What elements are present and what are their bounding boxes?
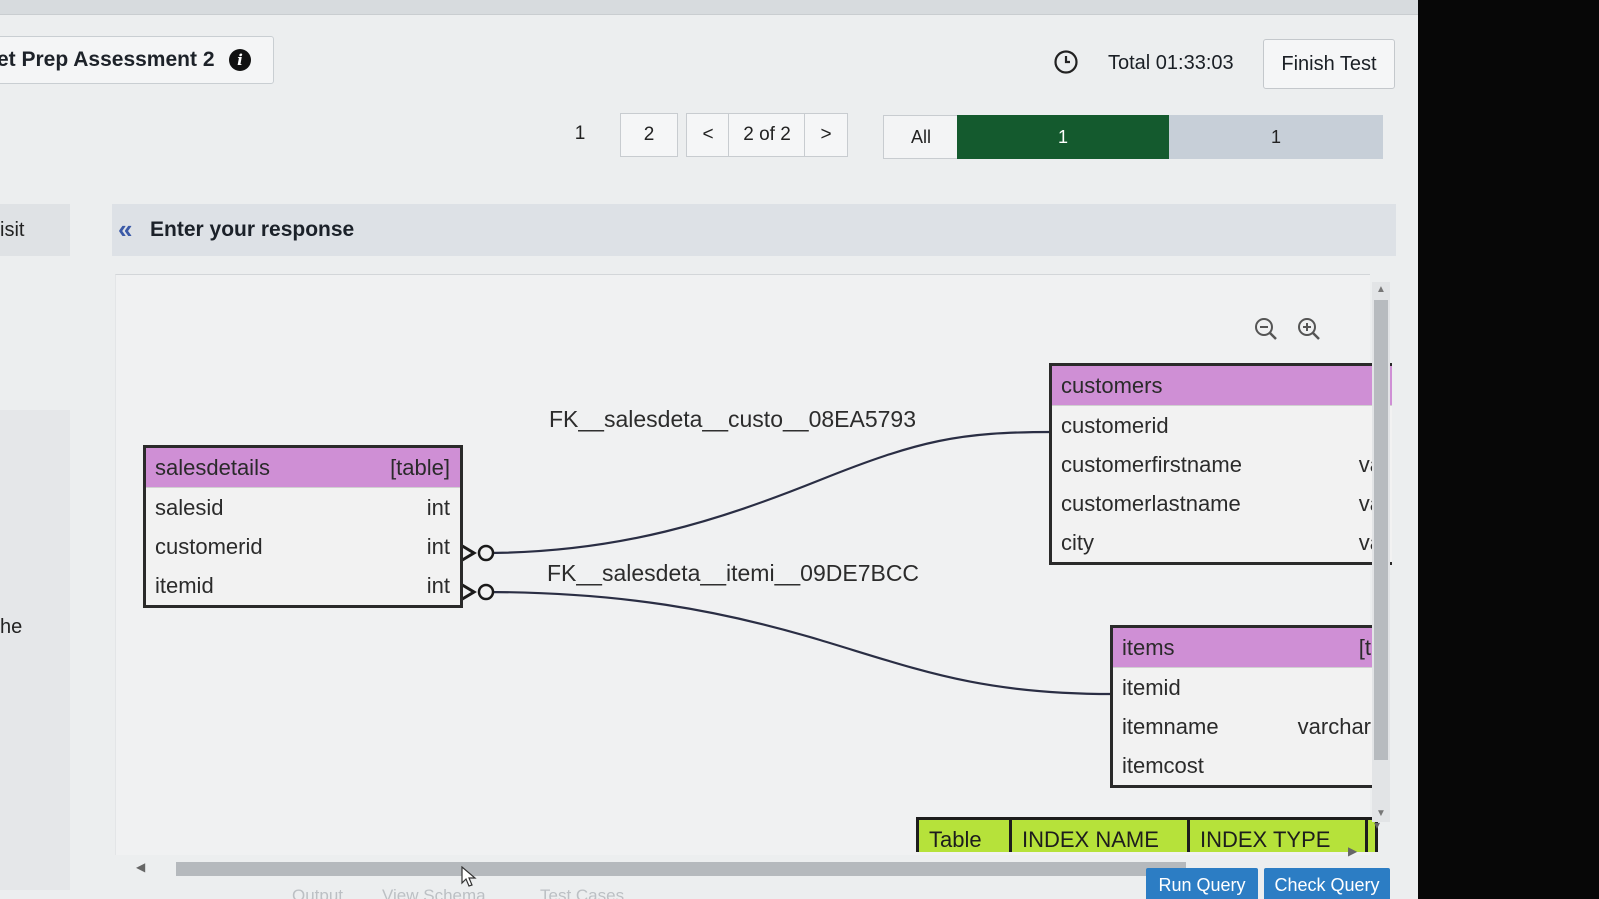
chevron-down-icon[interactable]: ▾ <box>1374 818 1381 832</box>
remaining-filter[interactable]: 1 <box>1169 115 1383 159</box>
column-row: itemid <box>1113 667 1381 707</box>
table-header: customers <box>1052 366 1392 405</box>
column-name: customerlastname <box>1061 491 1241 516</box>
run-query-button[interactable]: Run Query <box>1146 868 1258 899</box>
clock-icon <box>1054 50 1078 74</box>
items-table[interactable]: items [t itemid itemname varchar itemcos… <box>1110 625 1381 788</box>
scroll-thumb[interactable] <box>1374 300 1388 760</box>
table-name: items <box>1122 635 1175 660</box>
column-row: salesid int <box>146 487 460 527</box>
left-panel-text: he <box>0 616 23 638</box>
table-kind: [t <box>1358 635 1371 660</box>
assessment-title: et Prep Assessment 2 <box>0 48 215 71</box>
left-panel <box>0 410 70 890</box>
tab-test-cases[interactable]: Test Cases <box>540 886 625 899</box>
relationship-label-customers: FK__salesdeta__custo__08EA5793 <box>549 406 917 432</box>
column-row: customerid <box>1052 405 1392 445</box>
index-table: Table INDEX NAME INDEX TYPE <box>916 817 1378 852</box>
column-name: city <box>1061 530 1094 555</box>
horizontal-scrollbar[interactable]: ◀ ▶ <box>128 844 1358 876</box>
column-name: itemcost <box>1122 753 1204 778</box>
scroll-thumb[interactable] <box>176 862 1186 876</box>
finish-test-button[interactable]: Finish Test <box>1263 39 1395 89</box>
tab-output[interactable]: Output <box>292 886 344 899</box>
column-name: itemname <box>1122 714 1219 739</box>
table-kind: [table] <box>390 455 450 480</box>
tab-view-schema[interactable]: View Schema <box>382 886 486 899</box>
page-1-button[interactable]: 1 <box>574 123 586 144</box>
check-query-button[interactable]: Check Query <box>1264 868 1390 899</box>
assessment-screen: et Prep Assessment 2 i Total 01:33:03 Fi… <box>0 0 1418 899</box>
scroll-left-icon[interactable]: ◀ <box>136 860 146 874</box>
column-type: int <box>426 534 450 559</box>
index-column-name: INDEX NAME <box>1012 820 1190 852</box>
mouse-cursor-icon <box>461 866 477 887</box>
scroll-up-icon[interactable]: ▲ <box>1376 284 1386 295</box>
response-title: Enter your response <box>150 218 355 241</box>
column-name: salesid <box>155 495 224 520</box>
screen-bezel <box>1418 0 1599 899</box>
index-column-table: Table <box>919 820 1012 852</box>
zoom-out-icon[interactable] <box>1253 316 1279 342</box>
customers-table[interactable]: customers customerid customerfirstname v… <box>1049 363 1392 565</box>
vertical-scrollbar[interactable]: ▲ ▼ <box>1372 282 1390 822</box>
column-row: customerfirstname va <box>1052 445 1392 484</box>
salesdetails-table[interactable]: salesdetails [table] salesid int custome… <box>143 445 463 608</box>
relationship-label-items: FK__salesdeta__itemi__09DE7BCC <box>547 560 920 586</box>
column-name: customerfirstname <box>1061 452 1242 477</box>
column-row: itemcost <box>1113 746 1381 785</box>
filter-all-button[interactable]: All <box>883 115 959 159</box>
scroll-down-icon[interactable]: ▼ <box>1376 808 1386 819</box>
column-row: city va <box>1052 523 1392 562</box>
column-name: itemid <box>155 573 214 598</box>
table-header: salesdetails [table] <box>146 448 460 487</box>
table-name: salesdetails <box>155 455 270 480</box>
info-icon[interactable]: i <box>229 49 251 71</box>
column-type: varchar <box>1297 714 1371 739</box>
column-type: int <box>426 495 450 520</box>
response-header: « Enter your response <box>112 204 1396 256</box>
assessment-title-box: et Prep Assessment 2 i <box>0 36 274 84</box>
column-row: itemid int <box>146 566 460 605</box>
column-row: customerlastname va <box>1052 484 1392 523</box>
top-edge <box>0 0 1418 15</box>
page-status: 2 of 2 <box>728 113 806 157</box>
column-name: itemid <box>1122 675 1181 700</box>
next-page-button[interactable]: > <box>804 113 848 157</box>
page-2-button[interactable]: 2 <box>620 113 678 157</box>
column-name: customerid <box>155 534 263 559</box>
column-row: customerid int <box>146 527 460 566</box>
left-panel-tab[interactable]: isit <box>0 204 70 256</box>
timer: Total 01:33:03 <box>1108 52 1234 74</box>
column-row: itemname varchar <box>1113 707 1381 746</box>
column-name: customerid <box>1061 413 1169 438</box>
table-name: customers <box>1061 373 1163 398</box>
zoom-in-icon[interactable] <box>1296 316 1322 342</box>
table-header: items [t <box>1113 628 1381 667</box>
double-chevron-left-icon[interactable]: « <box>118 214 133 244</box>
index-column-type: INDEX TYPE <box>1190 820 1368 852</box>
answered-filter[interactable]: 1 <box>957 115 1169 159</box>
scroll-right-icon[interactable]: ▶ <box>1348 844 1358 858</box>
column-type: int <box>426 573 450 598</box>
prev-page-button[interactable]: < <box>686 113 730 157</box>
